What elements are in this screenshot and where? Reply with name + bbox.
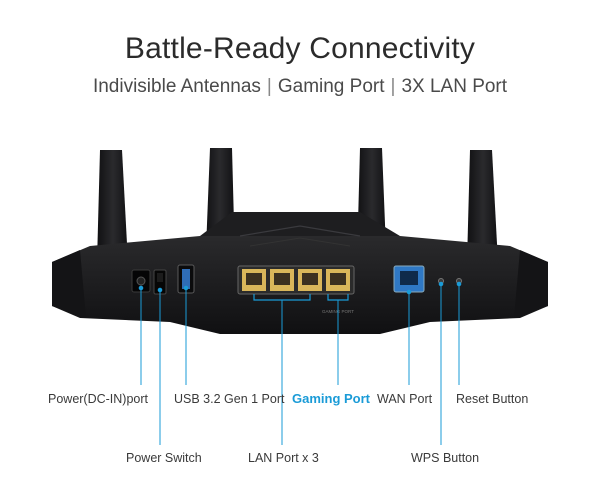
feature-separator: | <box>266 76 272 97</box>
lan-port-1 <box>242 269 266 291</box>
label-power-dc-in: Power(DC-IN)port <box>48 392 149 406</box>
label-reset-button: Reset Button <box>456 392 529 406</box>
feature-separator: | <box>390 76 396 97</box>
ethernet-port-block: GAMING PORT <box>237 265 355 314</box>
label-wan-port: WAN Port <box>377 392 433 406</box>
label-usb-port: USB 3.2 Gen 1 Port <box>174 392 285 406</box>
lan-port-3 <box>298 269 322 291</box>
power-dc-port <box>131 269 151 293</box>
label-lan-ports: LAN Port x 3 <box>248 451 319 465</box>
label-power-switch: Power Switch <box>126 451 202 465</box>
label-gaming-port: Gaming Port <box>292 391 371 406</box>
callout-lines <box>138 281 462 445</box>
page-title: Battle-Ready Connectivity <box>124 32 476 65</box>
lan-port-2 <box>270 269 294 291</box>
feature-subtitle: Indivisible Antennas|Gaming Port|3X LAN … <box>0 76 600 98</box>
gaming-port <box>326 269 350 291</box>
feature-gaming-port: Gaming Port <box>277 76 385 97</box>
feature-lan-ports: 3X LAN Port <box>401 76 508 97</box>
feature-antennas: Indivisible Antennas <box>92 76 261 97</box>
wan-port <box>393 265 425 293</box>
label-wps-button: WPS Button <box>411 451 480 465</box>
